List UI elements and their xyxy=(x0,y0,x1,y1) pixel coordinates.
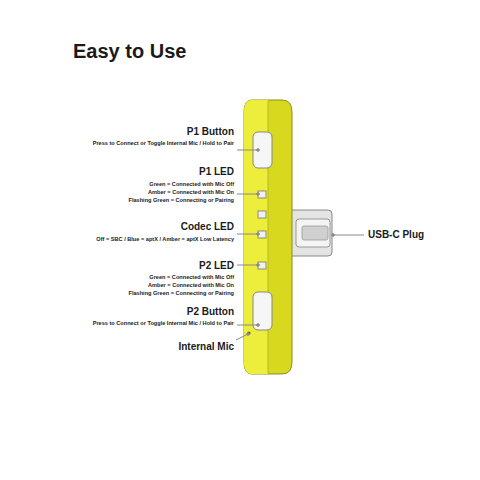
page-title: Easy to Use xyxy=(73,40,186,63)
part-name: USB-C Plug xyxy=(368,229,424,241)
part-note: Amber = Connected with Mic On xyxy=(148,189,234,195)
leader-lines xyxy=(236,149,364,340)
p2-button xyxy=(253,292,272,330)
part-name: P2 LED xyxy=(199,260,234,272)
part-note: Flashing Green = Connecting or Pairing xyxy=(128,290,234,296)
adapter-body xyxy=(244,100,292,374)
part-note: Press to Connect or Toggle Internal Mic … xyxy=(93,140,234,146)
part-note: Off = SBC / Blue = aptX / Amber = aptX L… xyxy=(96,236,234,242)
led-window xyxy=(258,211,266,218)
part-name: Internal Mic xyxy=(178,341,234,353)
part-note: Green = Connected with Mic Off xyxy=(149,181,234,187)
part-name: P1 Button xyxy=(187,126,234,138)
part-note: Press to Connect or Toggle Internal Mic … xyxy=(93,320,234,326)
part-name: P1 LED xyxy=(199,166,234,178)
part-note: Flashing Green = Connecting or Pairing xyxy=(128,197,234,203)
part-name: Codec LED xyxy=(181,221,234,233)
part-note: Amber = Connected with Mic On xyxy=(148,282,234,288)
internal-mic xyxy=(247,331,250,334)
part-note: Green = Connected with Mic Off xyxy=(149,274,234,280)
part-name: P2 Button xyxy=(187,306,234,318)
